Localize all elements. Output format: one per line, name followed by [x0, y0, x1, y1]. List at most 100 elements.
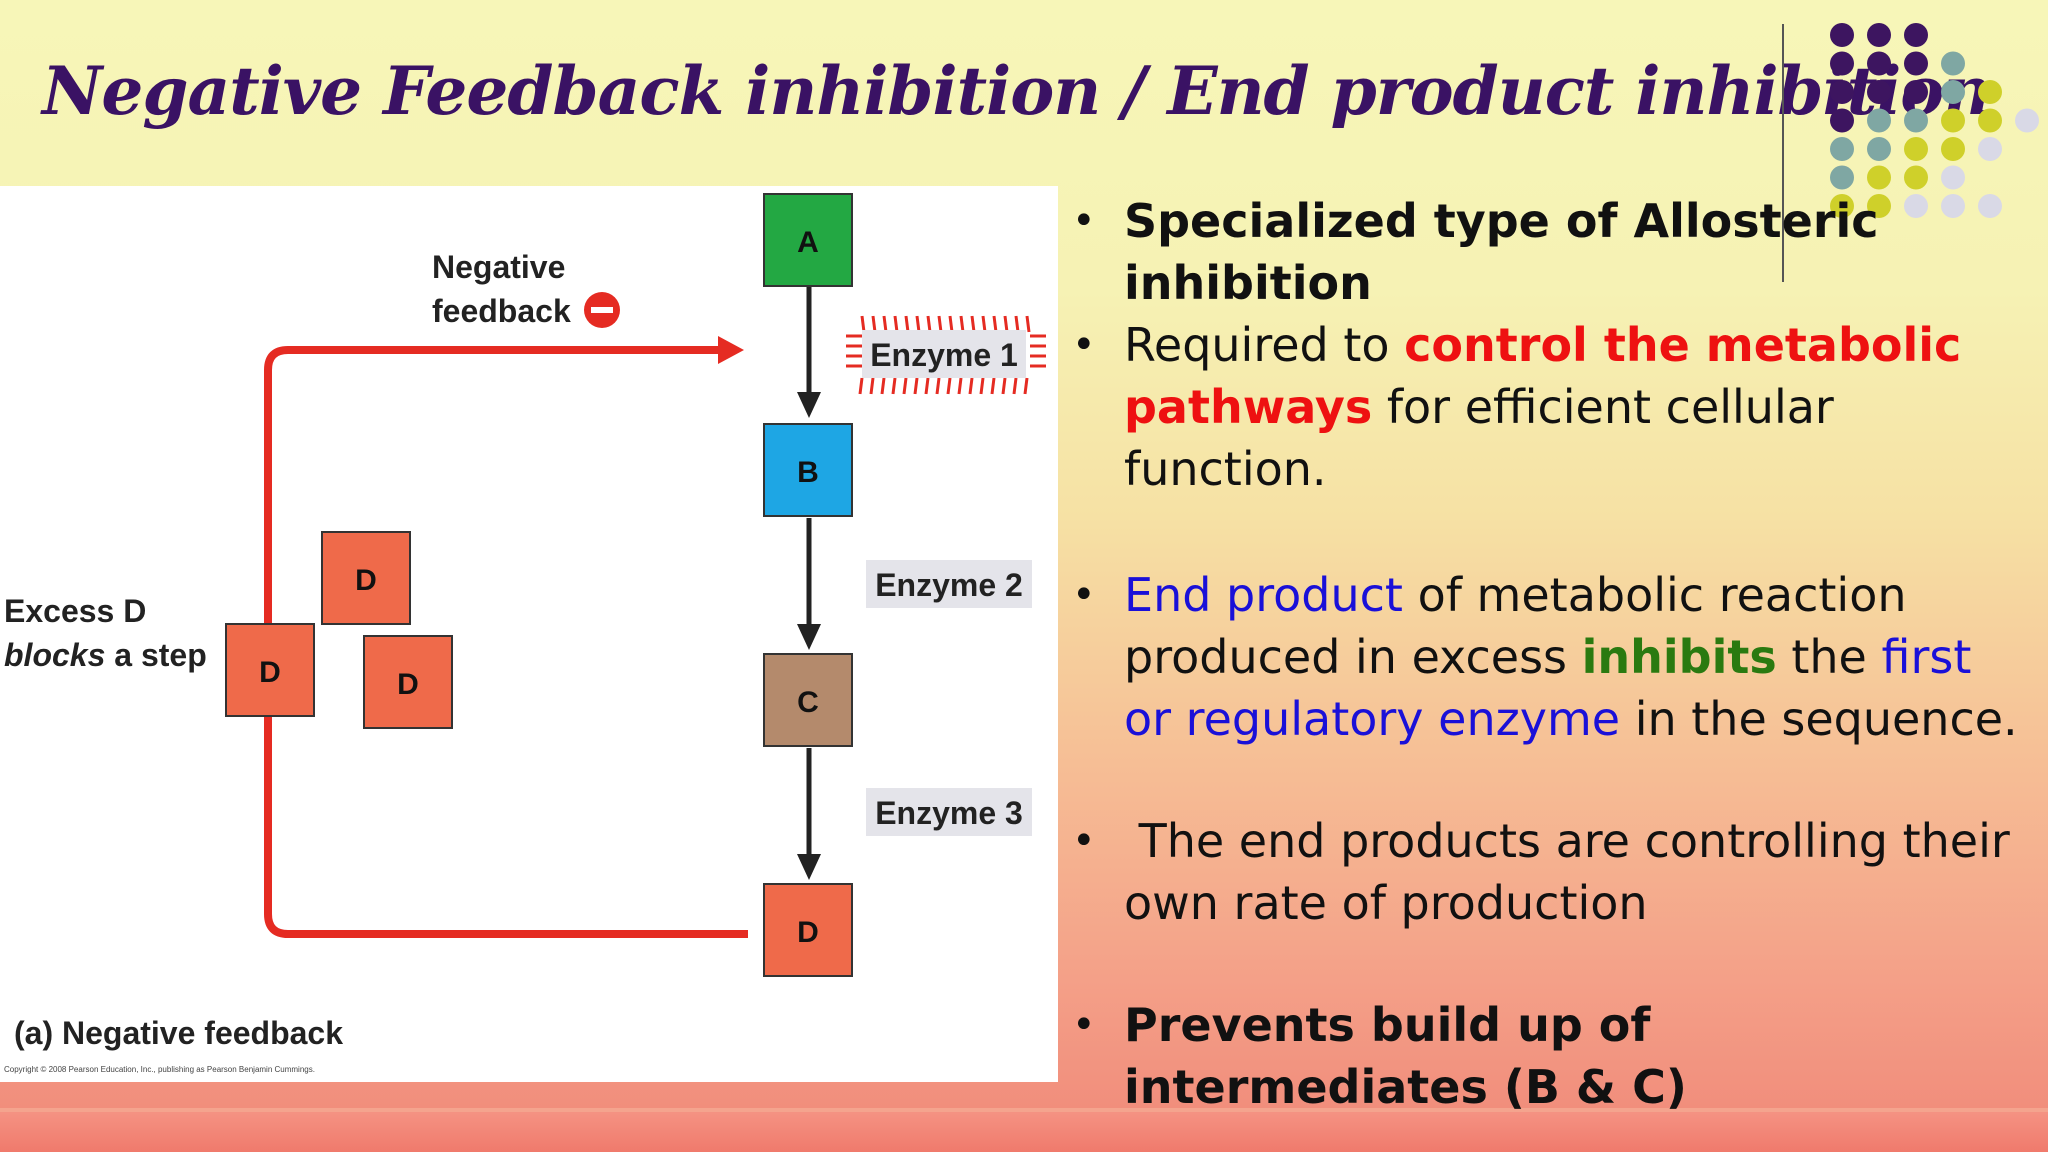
enzyme-1-box	[862, 330, 1026, 378]
enzyme-3-label: Enzyme 3	[875, 795, 1023, 831]
burst-line	[981, 315, 987, 333]
bullet-2-efficient-function: for efficient cellular function.	[1124, 380, 1834, 496]
burst-line	[990, 377, 996, 395]
burst-line	[858, 377, 864, 395]
burst-line	[1012, 377, 1018, 395]
negative-feedback-label-line1: Negative	[432, 249, 565, 285]
enzyme-3-box	[866, 788, 1032, 836]
burst-line	[924, 377, 930, 395]
blocks-word: blocks	[4, 637, 105, 673]
excess-d-label: Excess D	[4, 593, 146, 629]
excess-d-box-left-label: D	[259, 656, 281, 689]
enzyme-1-label: Enzyme 1	[870, 337, 1018, 373]
burst-line	[893, 315, 899, 333]
arrowhead-b-to-c	[797, 624, 821, 650]
burst-line	[1001, 377, 1007, 395]
burst-line	[970, 315, 976, 333]
decorative-dot	[1867, 137, 1891, 161]
burst-line	[992, 315, 998, 333]
enzyme-2-label: Enzyme 2	[875, 567, 1023, 603]
a-step-words: a step	[105, 637, 206, 673]
burst-line	[948, 315, 954, 333]
bullet-1-specialized-allosteric: Specialized type of Allosteric inhibitio…	[1124, 194, 1879, 310]
minus-sign-bar	[591, 307, 613, 313]
enzyme-2-box	[866, 560, 1032, 608]
bullet-3-marker: •	[1072, 572, 1096, 618]
bullet-3-inhibits: inhibits	[1581, 630, 1777, 684]
excess-d-box-left	[225, 623, 315, 717]
burst-line	[902, 377, 908, 395]
bullet-1-text: Specialized type of Allosteric inhibitio…	[1124, 190, 2024, 314]
burst-line	[880, 377, 886, 395]
burst-line	[937, 315, 943, 333]
burst-line	[871, 315, 877, 333]
negative-feedback-diagram: A B C D Enzyme 1 Enzyme 2 Enzyme 3 Negat…	[0, 186, 1058, 1082]
burst-line	[1003, 315, 1009, 333]
burst-line	[869, 377, 875, 395]
box-c-label: C	[797, 686, 819, 719]
decorative-dot	[1904, 165, 1928, 190]
diagram-caption: (a) Negative feedback	[14, 1015, 343, 1051]
bullet-4-text: The end products are controlling their o…	[1124, 810, 2024, 934]
bullet-5-text: Prevents build up of intermediates (B & …	[1124, 994, 2024, 1118]
burst-line	[935, 377, 941, 395]
decorative-dot	[1941, 137, 1965, 161]
bullet-1-marker: •	[1072, 198, 1096, 244]
bottom-band	[0, 1108, 2048, 1152]
bullet-3-first-regulatory: first or regulatory enzyme	[1124, 630, 1972, 746]
bullet-2-text: Required to control the metabolic pathwa…	[1124, 314, 2024, 500]
bottom-band-stripe	[0, 1108, 2048, 1112]
burst-line	[860, 315, 866, 333]
feedback-loop-arrow	[264, 346, 748, 938]
burst-line	[968, 377, 974, 395]
burst-line	[882, 315, 888, 333]
slide-title: Negative Feedback inhibition / End produ…	[42, 52, 1991, 130]
decorative-dot	[2015, 108, 2039, 133]
box-a	[763, 193, 853, 287]
burst-line	[979, 377, 985, 395]
title-divider-line	[1782, 24, 1784, 282]
box-d-end-product-label: D	[797, 916, 819, 949]
box-c	[763, 653, 853, 747]
burst-line	[1025, 315, 1031, 333]
excess-d-box-top	[321, 531, 411, 625]
bullet-4-marker: •	[1072, 818, 1096, 864]
excess-d-box-right	[363, 635, 453, 729]
bullet-3-text: End product of metabolic reaction produc…	[1124, 564, 2024, 750]
bullet-5-prevents-build-up: Prevents build up of intermediates (B & …	[1124, 998, 1687, 1114]
box-d-end-product	[763, 883, 853, 977]
burst-line	[915, 315, 921, 333]
box-b	[763, 423, 853, 517]
bullet-2-required-to: Required to	[1124, 318, 1405, 372]
burst-line	[959, 315, 965, 333]
bullet-2-marker: •	[1072, 322, 1096, 368]
decorative-dot	[1978, 137, 2002, 161]
decorative-dot	[1867, 23, 1891, 47]
burst-line	[891, 377, 897, 395]
burst-line	[1023, 377, 1029, 395]
bullet-3-the: the	[1776, 630, 1882, 684]
burst-line	[957, 377, 963, 395]
bullet-3-end-product: End product	[1124, 568, 1403, 622]
decorative-dot	[1904, 137, 1928, 161]
bullet-3-in-sequence: in the sequence.	[1620, 692, 2018, 746]
bullet-3-of-metabolic: of metabolic reaction produced in excess	[1124, 568, 1907, 684]
excess-d-box-top-label: D	[355, 564, 377, 597]
box-a-label: A	[797, 226, 819, 259]
box-b-label: B	[797, 456, 819, 489]
bullet-5-marker: •	[1072, 1002, 1096, 1048]
burst-line	[904, 315, 910, 333]
bullet-4-end-products: The end products are controlling their o…	[1124, 814, 2025, 930]
blocks-a-step-label: blocks a step	[4, 637, 207, 673]
feedback-arrowhead	[718, 336, 744, 364]
arrowhead-a-to-b	[797, 392, 821, 418]
negative-feedback-label-line2: feedback	[432, 293, 571, 329]
diagram-canvas: A B C D Enzyme 1 Enzyme 2 Enzyme 3 Negat…	[4, 193, 1046, 1074]
excess-d-box-right-label: D	[397, 668, 419, 701]
burst-line	[913, 377, 919, 395]
burst-line	[926, 315, 932, 333]
decorative-dot	[1830, 165, 1854, 190]
burst-line	[946, 377, 952, 395]
decorative-dot	[1941, 165, 1965, 190]
decorative-dot	[1867, 165, 1891, 190]
